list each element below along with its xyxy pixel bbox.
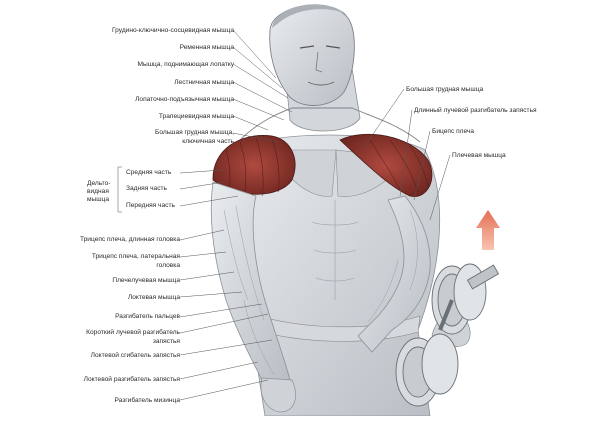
arrow-up-icon — [476, 210, 500, 250]
label-triceps-lateral-1: Трицепс плеча, латеральная — [91, 253, 180, 260]
label-brachialis: Плечевая мышца — [452, 152, 506, 159]
abs — [311, 200, 359, 300]
trapezius — [239, 107, 421, 143]
label-ecu: Локтевой разгибатель запястья — [83, 376, 180, 383]
label-fcu: Локтевой сгибатель запястья — [90, 352, 180, 359]
label-pectoralis-major: Большая грудная мышца — [406, 86, 484, 93]
leader-lines — [117, 29, 451, 401]
hand-left — [260, 377, 296, 413]
label-omohyoid: Лопаточно-подъязычная мышца — [135, 96, 234, 103]
hair — [272, 4, 350, 28]
label-biceps: Бицепс плеча — [432, 128, 475, 135]
label-deltoid-middle: Средняя часть — [126, 169, 172, 176]
label-extensor-digiti-minimi: Разгибатель мизинца — [114, 397, 180, 404]
label-splenius: Ременная мышца — [179, 44, 234, 51]
label-anconeus: Локтевая мышца — [127, 294, 180, 301]
label-deltoid-anterior: Передняя часть — [126, 202, 175, 209]
right-arm — [357, 195, 431, 353]
label-sternocleidomastoid: Грудино-ключично-сосцевидная мышца — [111, 27, 234, 34]
label-brachioradialis: Плечелучевая мышца — [112, 277, 180, 284]
label-ecrb-2: запястья — [152, 338, 180, 345]
deltoid-group-label-2: видная — [87, 188, 109, 195]
label-triceps-long-head: Трицепс плеча, длинная головка — [79, 236, 180, 243]
label-levator-scapulae: Мышца, поднимающая лопатку — [137, 61, 235, 68]
label-trapezius: Трапециевидная мышца — [158, 113, 234, 120]
label-deltoid-posterior: Задняя часть — [126, 185, 167, 192]
label-extensor-digitorum: Разгибатель пальцев — [115, 313, 180, 320]
label-ecrb-1: Короткий лучевой разгибатель — [86, 329, 180, 336]
dumbbell — [395, 263, 500, 407]
label-pectoralis-major-clavicular-2: ключичная часть — [182, 138, 234, 145]
label-ecrl: Длинный лучевой разгибатель запястья — [414, 107, 537, 114]
label-triceps-lateral-2: головка — [156, 262, 180, 269]
deltoid-group-label-1: Дельто- — [87, 180, 111, 187]
deltoid-group-label-3: мышца — [87, 196, 110, 203]
label-pectoralis-major-clavicular-1: Большая грудная мышца, — [155, 129, 234, 136]
deltoid-left — [212, 135, 296, 195]
label-scalene: Лестничная мышца — [174, 79, 234, 86]
